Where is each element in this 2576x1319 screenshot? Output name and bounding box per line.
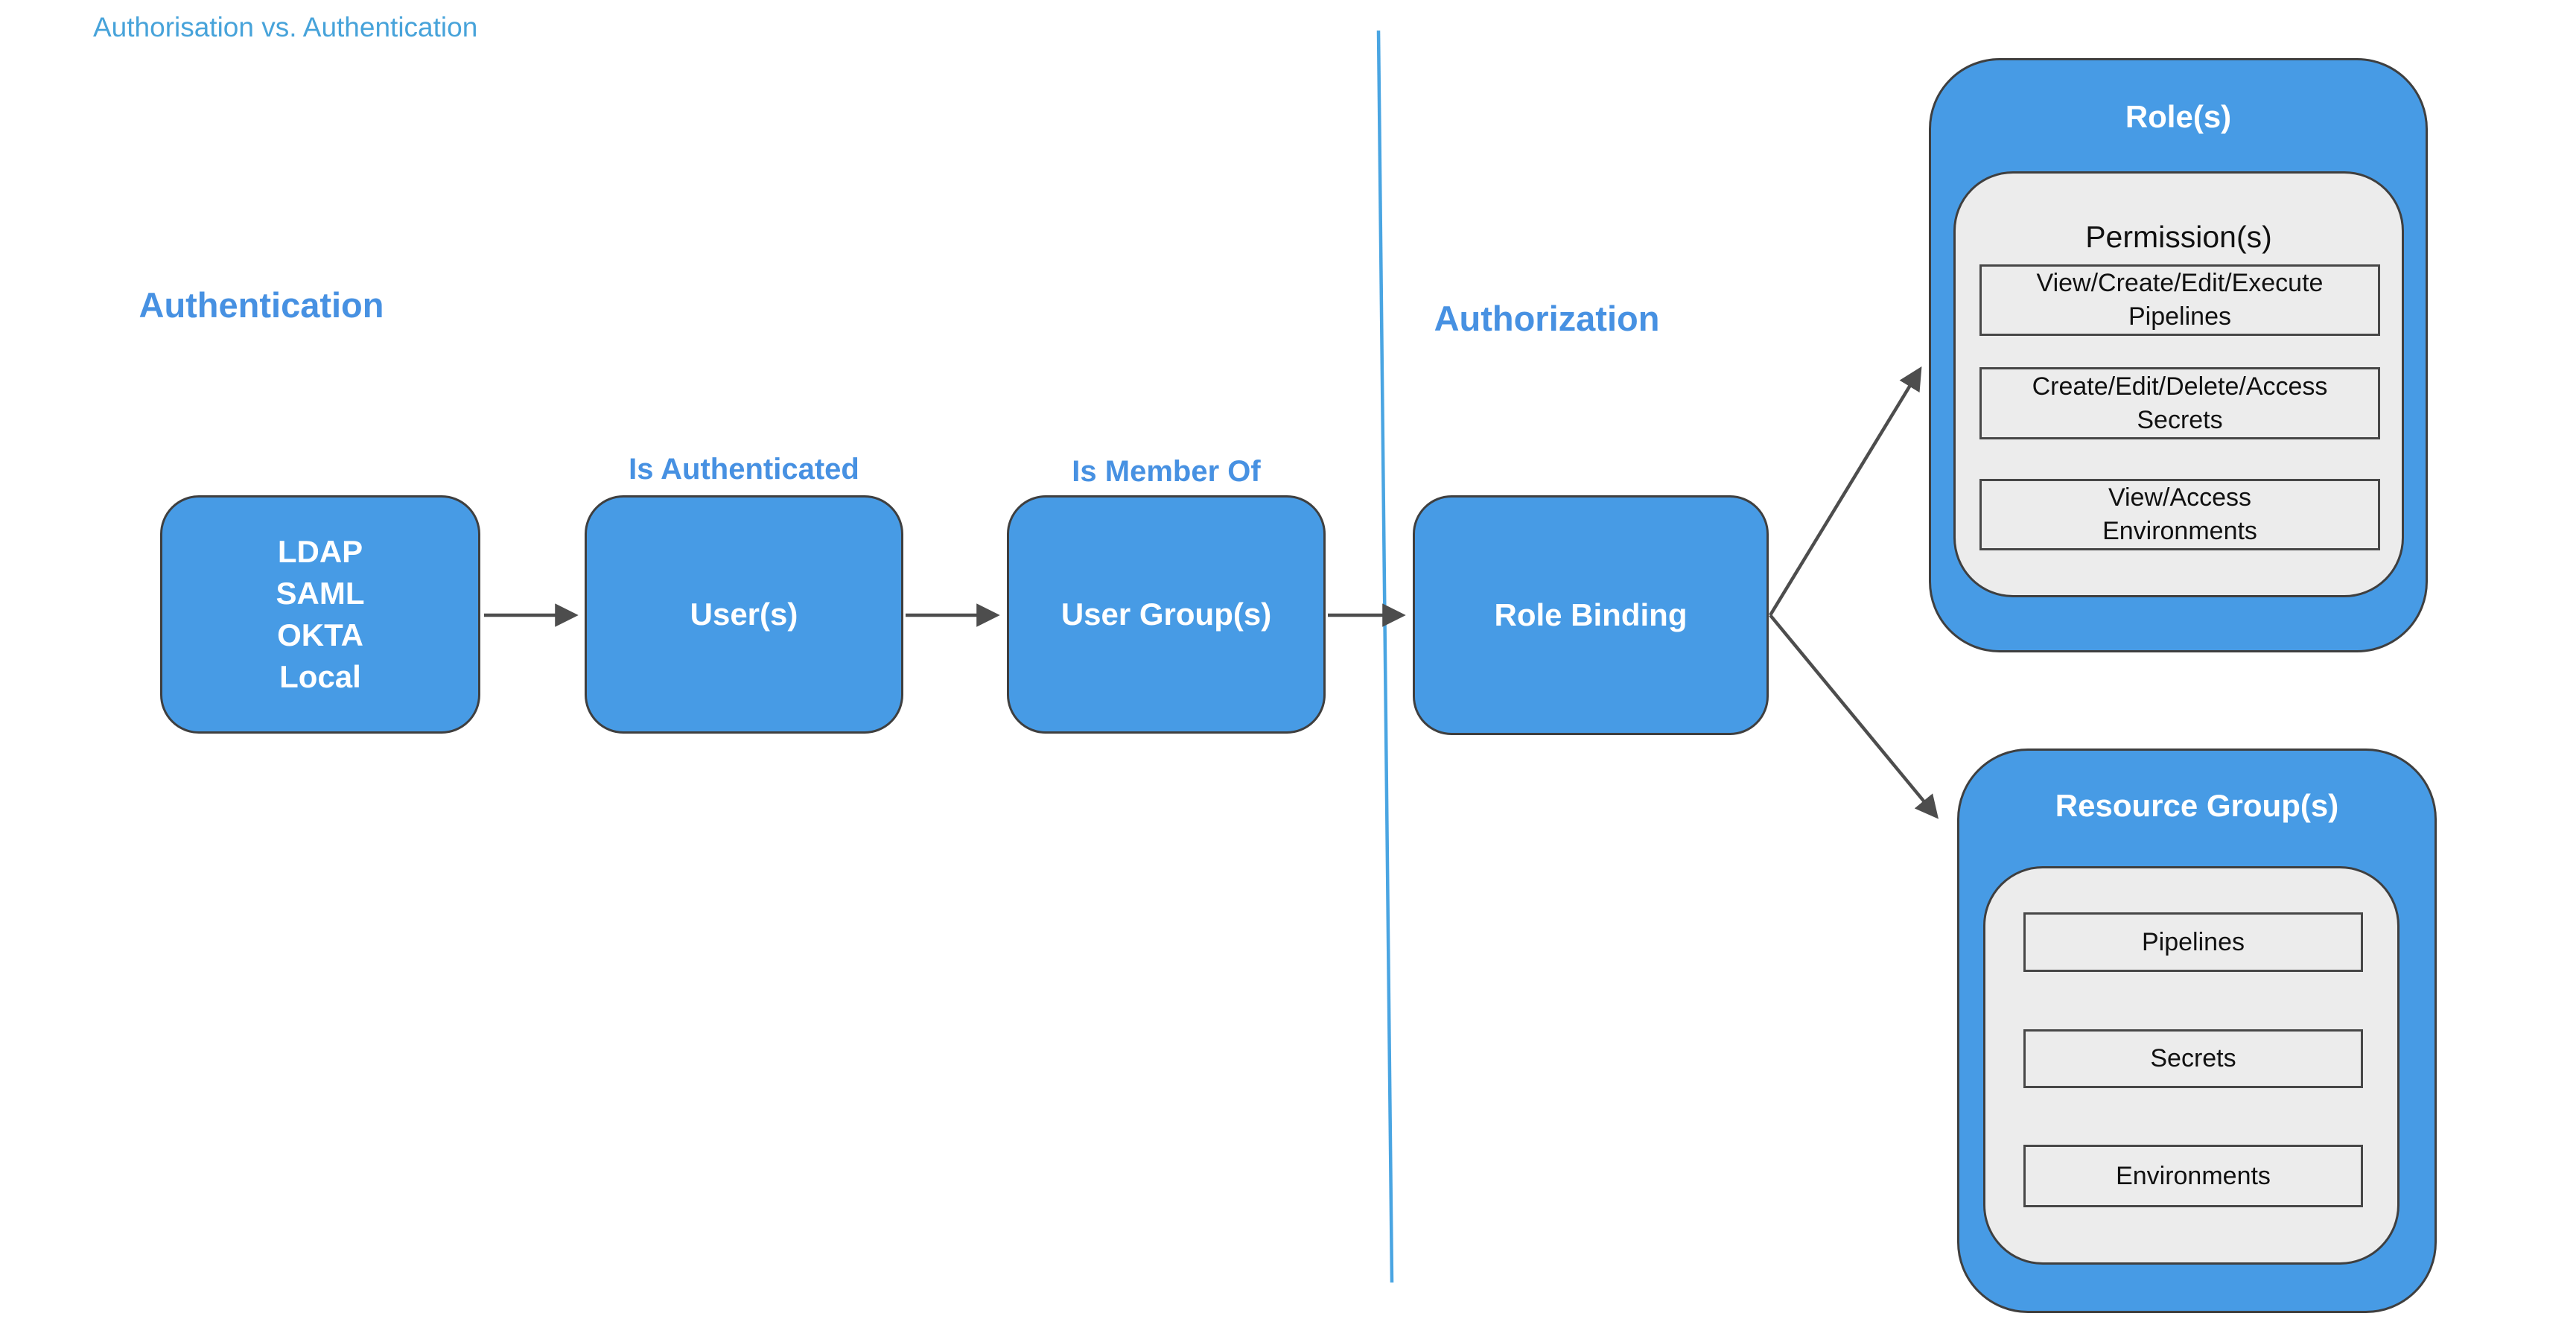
node-role-binding: Role Binding bbox=[1413, 495, 1769, 735]
resource-item-label: Pipelines bbox=[2142, 927, 2245, 956]
resource-item-label: Secrets bbox=[2150, 1044, 2236, 1072]
resource-item-pipelines: Pipelines bbox=[2023, 912, 2363, 972]
page-title: Authorisation vs. Authentication bbox=[93, 12, 478, 42]
node-user-groups: User Group(s) bbox=[1007, 495, 1326, 734]
permission-item-line: Secrets bbox=[2137, 405, 2223, 434]
resource-item-environments: Environments bbox=[2023, 1145, 2363, 1207]
node-user-groups-label: User Group(s) bbox=[1060, 597, 1272, 632]
resource-item-secrets: Secrets bbox=[2023, 1029, 2363, 1088]
section-label-authorization: Authorization bbox=[1434, 299, 1660, 338]
permissions-title: Permission(s) bbox=[2085, 220, 2272, 254]
permission-item-line: View/Access bbox=[2108, 483, 2252, 512]
annotation-is-member-of: Is Member Of bbox=[1072, 455, 1261, 488]
identity-provider-ldap: LDAP bbox=[277, 534, 363, 569]
resources-panel: Pipelines Secrets Environments bbox=[1983, 866, 2400, 1265]
identity-provider-saml: SAML bbox=[276, 576, 365, 611]
container-roles: Role(s) Permission(s) View/Create/Edit/E… bbox=[1929, 58, 2428, 652]
permission-item-secrets: Create/Edit/Delete/Access Secrets bbox=[1979, 367, 2380, 439]
identity-provider-okta: OKTA bbox=[277, 617, 363, 652]
container-resource-groups: Resource Group(s) Pipelines Secrets Envi… bbox=[1957, 749, 2437, 1313]
node-identity-providers: LDAP SAML OKTA Local bbox=[160, 495, 480, 734]
permission-item-line: View/Create/Edit/Execute bbox=[2036, 269, 2324, 297]
section-divider-line bbox=[1376, 30, 1394, 1283]
annotation-is-authenticated: Is Authenticated bbox=[629, 453, 859, 486]
permission-item-line: Environments bbox=[2102, 517, 2257, 545]
arrow-rolebinding-to-roles bbox=[1769, 366, 1922, 617]
resource-item-label: Environments bbox=[2116, 1161, 2271, 1190]
section-label-authentication: Authentication bbox=[139, 285, 384, 325]
identity-provider-list: LDAP SAML OKTA Local bbox=[276, 531, 365, 698]
permission-item-environments: View/Access Environments bbox=[1979, 479, 2380, 550]
arrow-rolebinding-to-resource-groups bbox=[1769, 614, 1939, 819]
node-users-label: User(s) bbox=[690, 597, 798, 632]
permission-item-line: Pipelines bbox=[2128, 302, 2231, 331]
identity-provider-local: Local bbox=[279, 659, 361, 694]
resource-groups-title: Resource Group(s) bbox=[2055, 788, 2339, 823]
node-role-binding-label: Role Binding bbox=[1494, 597, 1688, 632]
permission-item-pipelines: View/Create/Edit/Execute Pipelines bbox=[1979, 264, 2380, 336]
permission-item-line: Create/Edit/Delete/Access bbox=[2032, 372, 2328, 401]
node-users: User(s) bbox=[585, 495, 903, 734]
permissions-panel: Permission(s) View/Create/Edit/Execute P… bbox=[1953, 171, 2404, 597]
roles-title: Role(s) bbox=[2125, 99, 2232, 134]
